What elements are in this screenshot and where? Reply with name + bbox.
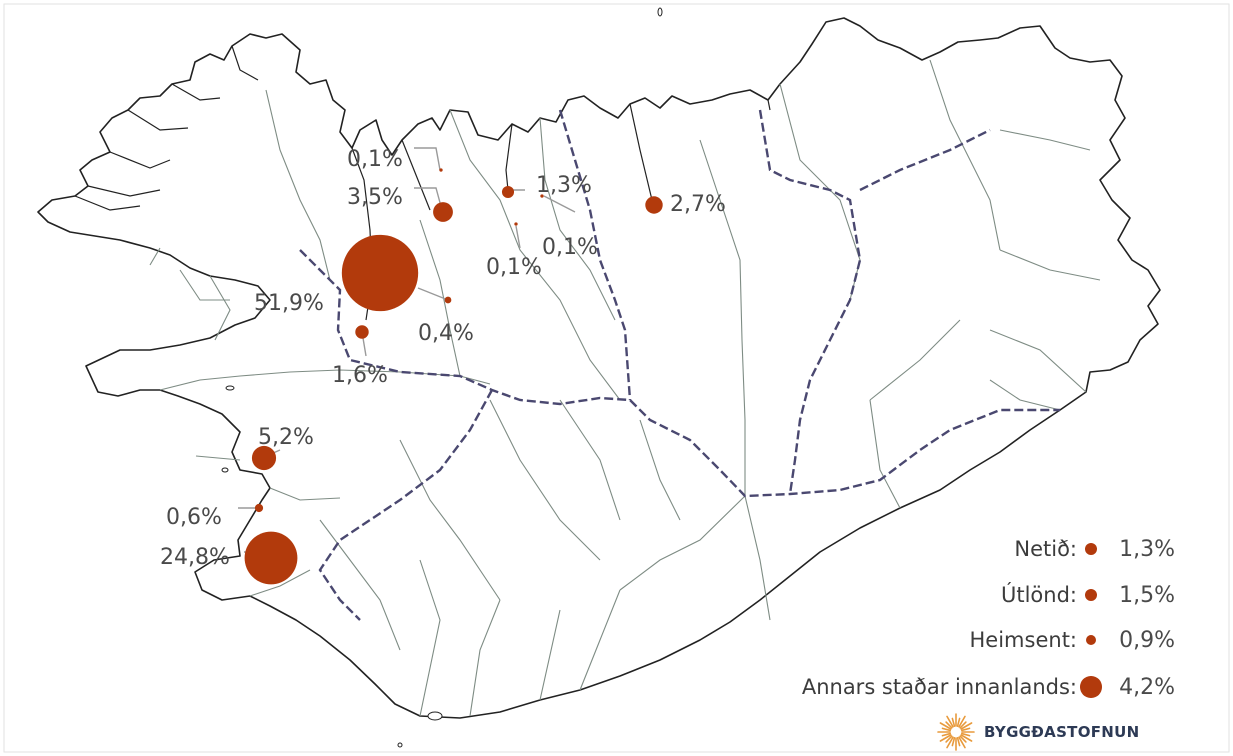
sunburst-ray	[945, 735, 953, 743]
value-label-p09: 1,6%	[332, 363, 388, 388]
value-label-p01: 0,1%	[347, 147, 403, 172]
sunburst-ray	[951, 717, 956, 728]
value-dot-p06	[645, 196, 663, 214]
value-dot-p10	[251, 445, 277, 471]
fjord-lines	[74, 45, 771, 463]
legend-dot	[1084, 588, 1098, 602]
value-dot-p01	[439, 168, 443, 172]
legend-label: Netið:	[1014, 537, 1077, 561]
sunburst-ray	[960, 734, 973, 742]
sunburst-logo-icon	[937, 713, 975, 751]
value-label-p12: 24,8%	[160, 545, 230, 570]
legend-label: Heimsent:	[969, 628, 1077, 652]
legend-value: 0,9%	[1119, 627, 1175, 653]
value-label-p07: 51,9%	[254, 291, 324, 316]
legend-item: Útlönd: 1,5%	[1001, 580, 1175, 610]
value-dot-p07	[341, 234, 419, 312]
sunburst-ray	[951, 736, 956, 747]
value-label-p03: 1,3%	[536, 173, 592, 198]
value-label-p05: 0,1%	[486, 255, 542, 280]
value-dot-p05	[514, 222, 518, 226]
sunburst-ray	[960, 732, 971, 737]
legend-dot	[1084, 542, 1098, 556]
value-label-p04: 0,1%	[542, 235, 598, 260]
sunburst-ray	[946, 715, 954, 728]
sunburst-ray	[939, 722, 952, 730]
sunburst-ray	[960, 727, 971, 732]
value-label-p10: 5,2%	[258, 425, 314, 450]
legend-dot	[1080, 676, 1102, 698]
sunburst-ray	[959, 721, 967, 729]
logo-text: BYGGÐASTOFNUN	[984, 723, 1140, 741]
legend-label: Útlönd:	[1000, 583, 1077, 607]
value-label-p02: 3,5%	[347, 185, 403, 210]
value-dot-p04	[540, 194, 544, 198]
value-dot-p09	[355, 325, 369, 339]
sunburst-ray	[959, 735, 967, 743]
value-dot-p03	[501, 185, 515, 199]
legend-label: Annars staðar innanlands:	[801, 675, 1077, 699]
sunburst-ray	[941, 732, 952, 737]
map-frame	[3, 3, 1230, 753]
iceland-coastline	[37, 17, 1161, 719]
legend-item: Annars staðar innanlands: 4,2%	[802, 672, 1175, 702]
islands	[221, 7, 663, 748]
sunburst-ray	[946, 736, 954, 749]
value-dot-p08	[444, 296, 452, 304]
legend-value: 1,5%	[1119, 582, 1175, 608]
value-label-p08: 0,4%	[418, 321, 474, 346]
value-dot-p02	[433, 202, 453, 222]
legend-value: 1,3%	[1119, 536, 1175, 562]
value-dot-p12	[244, 531, 298, 585]
value-label-p06: 2,7%	[670, 192, 726, 217]
legend-dot	[1085, 634, 1097, 646]
legend-item: Heimsent: 0,9%	[970, 625, 1175, 655]
legend-item: Netið: 1,3%	[1014, 534, 1175, 564]
byggdastofnun-logo: BYGGÐASTOFNUN	[936, 710, 1140, 754]
region-borders	[299, 109, 1060, 621]
sunburst-ray	[945, 721, 953, 729]
value-dots	[244, 168, 663, 585]
sunburst-ray	[958, 715, 966, 728]
sunburst-ray	[960, 722, 973, 730]
sunburst-ray	[939, 734, 952, 742]
sunburst-ray	[941, 727, 952, 732]
municipal-borders	[149, 59, 1101, 717]
sunburst-ray	[956, 736, 961, 747]
legend-value: 4,2%	[1119, 674, 1175, 700]
value-labels: 0,1%3,5%1,3%0,1%0,1%2,7%51,9%0,4%1,6%5,2…	[160, 147, 726, 570]
sunburst-ray	[958, 736, 966, 749]
sunburst-ray	[956, 717, 961, 728]
value-dot-p11	[254, 503, 264, 513]
value-label-p11: 0,6%	[166, 505, 222, 530]
